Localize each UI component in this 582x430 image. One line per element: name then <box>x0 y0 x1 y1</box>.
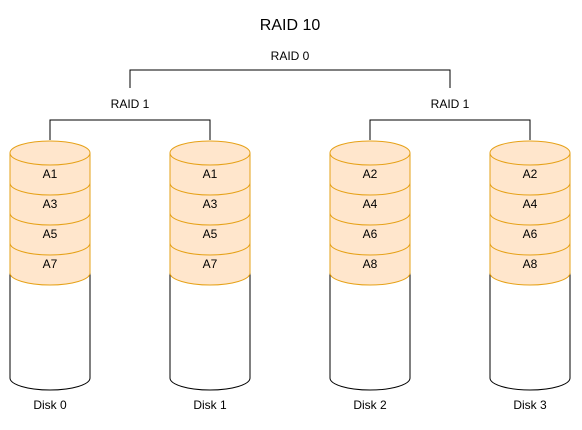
diagram-title: RAID 10 <box>260 17 321 34</box>
block-stack <box>169 152 251 286</box>
disk-label: Disk 2 <box>353 398 387 412</box>
block-divider <box>329 212 411 226</box>
block-label: A7 <box>43 257 58 271</box>
block-divider <box>329 242 411 256</box>
block-divider <box>489 182 571 196</box>
raid1-connector-left <box>49 119 211 140</box>
disk-top <box>9 140 91 166</box>
disk-label: Disk 1 <box>193 398 227 412</box>
block-label: A3 <box>43 197 58 211</box>
block-divider <box>329 182 411 196</box>
block-label: A3 <box>203 197 218 211</box>
block-label: A5 <box>203 227 218 241</box>
raid1-label-left: RAID 1 <box>111 97 150 111</box>
disk-label: Disk 3 <box>513 398 547 412</box>
block-label: A5 <box>43 227 58 241</box>
block-label: A4 <box>363 197 378 211</box>
disk-top <box>489 140 571 166</box>
block-label: A7 <box>203 257 218 271</box>
disk-top <box>329 140 411 166</box>
block-divider <box>169 242 251 256</box>
block-label: A1 <box>43 167 58 181</box>
raid0-label: RAID 0 <box>271 49 310 63</box>
block-stack <box>489 152 571 286</box>
block-divider <box>169 212 251 226</box>
block-label: A4 <box>523 197 538 211</box>
block-label: A6 <box>523 227 538 241</box>
block-divider <box>9 212 91 226</box>
block-divider <box>169 182 251 196</box>
disk-label: Disk 0 <box>33 398 67 412</box>
block-divider <box>489 212 571 226</box>
block-divider <box>9 242 91 256</box>
block-label: A6 <box>363 227 378 241</box>
block-divider <box>489 242 571 256</box>
disk-top <box>169 140 251 166</box>
block-divider <box>9 182 91 196</box>
block-label: A2 <box>363 167 378 181</box>
raid0-connector <box>129 69 451 88</box>
raid1-connector-right <box>369 119 531 140</box>
block-label: A8 <box>523 257 538 271</box>
raid1-label-right: RAID 1 <box>431 97 470 111</box>
block-label: A1 <box>203 167 218 181</box>
block-label: A8 <box>363 257 378 271</box>
block-stack <box>329 152 411 286</box>
block-stack <box>9 152 91 286</box>
block-label: A2 <box>523 167 538 181</box>
